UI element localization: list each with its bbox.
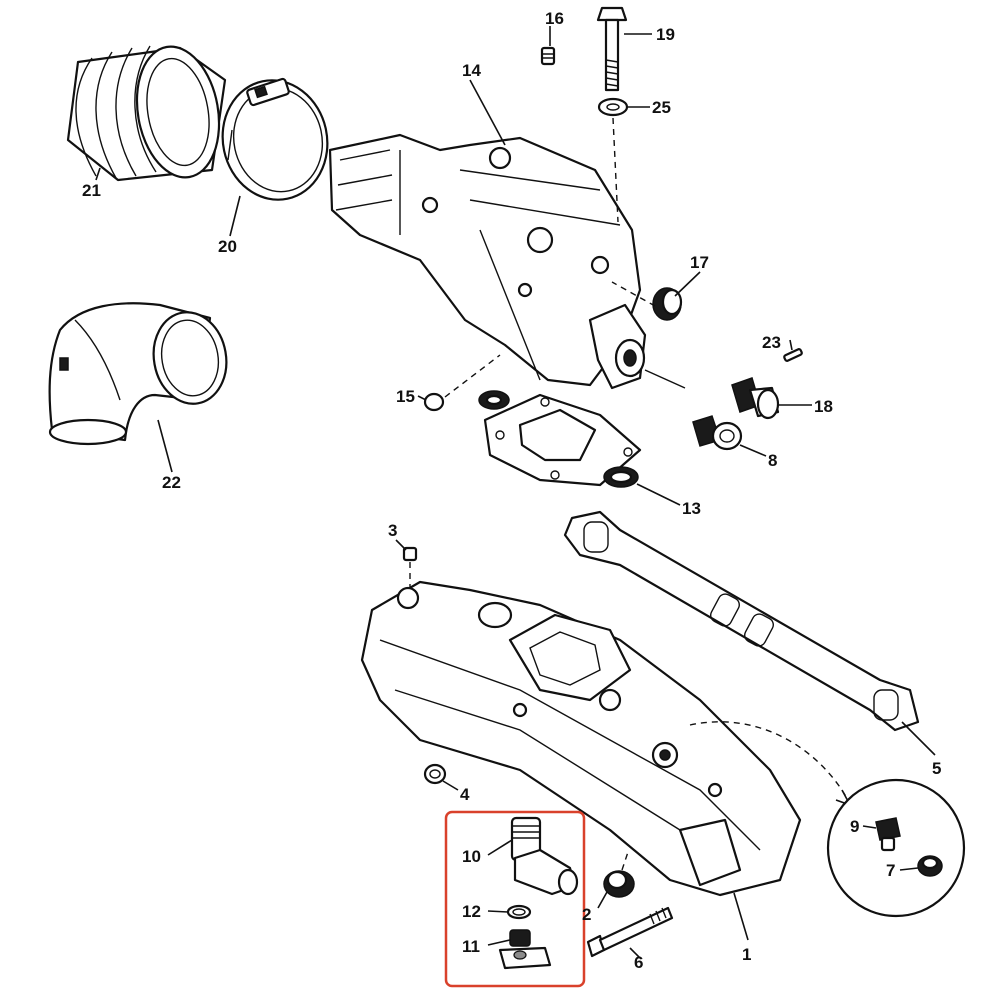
alignment-line-2 bbox=[621, 851, 629, 871]
callout-23: 23 bbox=[762, 333, 781, 352]
part-6-bolt bbox=[586, 906, 674, 958]
detail-view-circle bbox=[826, 778, 966, 918]
callout-6: 6 bbox=[634, 953, 643, 972]
part-12-o-ring bbox=[506, 904, 532, 920]
part-9-plug bbox=[875, 817, 901, 852]
part-11-adapter-fitting bbox=[498, 929, 552, 970]
callout-3: 3 bbox=[388, 521, 397, 540]
callout-4: 4 bbox=[460, 785, 470, 804]
part-4-o-ring bbox=[423, 763, 447, 785]
part-21-bellows-hose bbox=[66, 45, 227, 182]
callout-22: 22 bbox=[162, 473, 181, 492]
callout-25: 25 bbox=[652, 98, 671, 117]
callout-19: 19 bbox=[656, 25, 675, 44]
alignment-line-15 bbox=[444, 354, 501, 398]
callout-8: 8 bbox=[768, 451, 777, 470]
callout-11: 11 bbox=[462, 937, 480, 956]
riser-gasket bbox=[478, 390, 642, 487]
callout-16: 16 bbox=[545, 9, 564, 28]
callout-14: 14 bbox=[462, 61, 481, 80]
callout-15: 15 bbox=[396, 387, 415, 406]
part-25-washer bbox=[597, 97, 629, 117]
part-17-pipe-plug bbox=[652, 287, 683, 321]
part-10-elbow-fitting bbox=[510, 816, 579, 896]
part-13-o-ring bbox=[603, 466, 639, 488]
callout-18: 18 bbox=[814, 397, 833, 416]
callout-1: 1 bbox=[742, 945, 751, 964]
callout-9: 9 bbox=[850, 817, 859, 836]
alignment-line-17 bbox=[611, 281, 656, 307]
part-14-riser-housing bbox=[328, 133, 686, 390]
part-2-plug bbox=[603, 870, 635, 898]
callout-21: 21 bbox=[82, 181, 101, 200]
callout-10: 10 bbox=[462, 847, 481, 866]
leader-lines bbox=[95, 26, 936, 959]
part-23-pin bbox=[783, 348, 803, 362]
part-15-cup-plug bbox=[423, 392, 445, 412]
callout-labels: 1 2 3 4 5 6 7 8 9 10 11 12 13 14 15 16 1… bbox=[82, 9, 941, 972]
part-16-set-screw bbox=[540, 46, 556, 66]
part-7-plug bbox=[917, 855, 943, 877]
callout-20: 20 bbox=[218, 237, 237, 256]
part-20-hose-clamp bbox=[221, 77, 329, 201]
callout-12: 12 bbox=[462, 902, 481, 921]
detail-view-arrow bbox=[689, 721, 849, 801]
callout-13: 13 bbox=[682, 499, 701, 518]
part-18-fitting bbox=[731, 377, 780, 420]
part-8-fitting bbox=[692, 415, 743, 451]
highlight-box bbox=[444, 810, 586, 988]
callout-2: 2 bbox=[582, 905, 591, 924]
callout-7: 7 bbox=[886, 861, 895, 880]
part-3-set-screw bbox=[402, 546, 418, 562]
callout-17: 17 bbox=[690, 253, 709, 272]
part-22-elbow-hose bbox=[48, 302, 228, 446]
part-1-exhaust-manifold bbox=[360, 580, 802, 897]
callout-5: 5 bbox=[932, 759, 941, 778]
part-19-bolt bbox=[596, 6, 628, 92]
